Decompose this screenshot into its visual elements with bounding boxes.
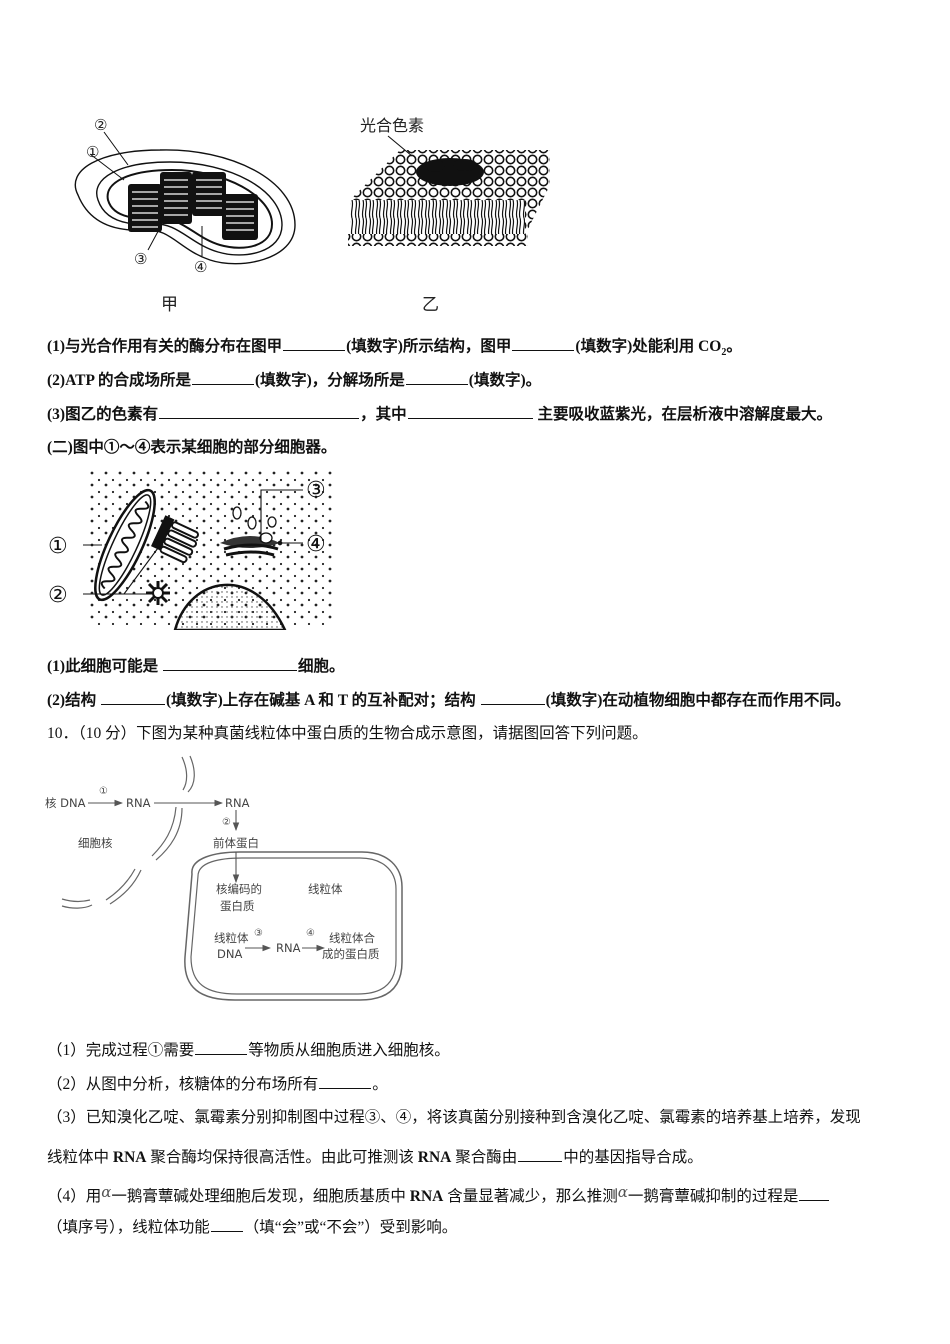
rna-label-2: RNA: [225, 796, 250, 810]
precursor-protein-label: 前体蛋白: [213, 836, 259, 850]
membrane-diagram: 光合色素: [348, 116, 550, 246]
q-text: (填数字)。: [468, 372, 542, 389]
q-text: （4）用: [47, 1188, 102, 1205]
chloroplast-labels: ① ② ③ ④: [86, 116, 207, 276]
answer-blank[interactable]: [210, 1217, 243, 1232]
q-text: 一鹅膏蕈碱处理细胞后发现，细胞质基质中: [111, 1188, 410, 1205]
q-text: (填数字)在动植物细胞中都存在而作用不同。: [545, 692, 851, 709]
question-part1-2: (2)ATP 的合成场所是 (填数字)，分解场所是 (填数字)。: [47, 370, 541, 391]
nuclear-encoded-label-1: 核编码的: [216, 882, 262, 896]
q-text: 聚合酶由: [451, 1149, 518, 1166]
answer-blank[interactable]: [319, 1074, 372, 1089]
step-2-label: ②: [222, 817, 231, 828]
rna-label-1: RNA: [126, 796, 151, 810]
q-text: 中的基因指导合成。: [563, 1149, 703, 1166]
q-text: (2)ATP 的合成场所是: [47, 372, 191, 389]
membrane-figure: 光合色素: [340, 110, 560, 260]
answer-blank[interactable]: [159, 404, 360, 419]
q-text: 细胞。: [297, 658, 345, 675]
answer-blank[interactable]: [480, 690, 545, 705]
mitochondrion-label: 线粒体: [308, 882, 343, 896]
answer-blank[interactable]: [100, 690, 165, 705]
answer-blank[interactable]: [405, 370, 468, 385]
question-10-header: 10．（10 分）下图为某种真菌线粒体中蛋白质的生物合成示意图，请据图回答下列问…: [47, 725, 648, 742]
organelle-label-3: ③: [306, 478, 326, 503]
question-10-2: （2）从图中分析，核糖体的分布场所有 。: [47, 1074, 388, 1095]
alpha-symbol: α: [101, 1183, 112, 1201]
q-text: ，其中: [360, 406, 407, 423]
q-text: 主要吸收蓝紫光，在层析液中溶解度最大。: [533, 406, 832, 423]
q-text: (1)与光合作用有关的酶分布在图甲: [47, 338, 283, 355]
answer-blank[interactable]: [518, 1147, 563, 1162]
organelle-label-2: ②: [48, 583, 68, 608]
question-10-1: （1）完成过程①需要 等物质从细胞质进入细胞核。: [47, 1040, 450, 1061]
figure-caption-yi: 乙: [422, 295, 439, 315]
step-3-label: ③: [254, 928, 263, 939]
answer-blank[interactable]: [799, 1186, 830, 1201]
step-4-label: ④: [306, 928, 315, 939]
question-10-3-line1: （3）已知溴化乙啶、氯霉素分别抑制图中过程③、④，将该真菌分别接种到含溴化乙啶、…: [47, 1109, 861, 1126]
q-text: 聚合酶均保持很高活性。由此可推测该: [146, 1149, 418, 1166]
q-text: （2）从图中分析，核糖体的分布场所有: [47, 1076, 319, 1093]
subscript: 2: [721, 347, 727, 359]
alpha-symbol: α: [617, 1183, 628, 1201]
q-text: RNA: [417, 1149, 452, 1166]
q-text: (填数字)所示结构，图甲: [346, 338, 512, 355]
organelle-label-1: ①: [48, 534, 68, 559]
q-text: 含量显著减少，那么推测: [443, 1188, 618, 1205]
mt-protein-label-2: 成的蛋白质: [322, 947, 380, 961]
figure-caption-jia: 甲: [161, 295, 178, 315]
q-text: 线粒体中: [47, 1149, 113, 1166]
q-text: (填数字)上存在碱基 A 和 T 的互补配对；结构: [165, 692, 480, 709]
answer-blank[interactable]: [191, 370, 254, 385]
q-text: (填数字)，分解场所是: [254, 372, 405, 389]
q-text: （填“会”或“不会”）受到影响。: [243, 1219, 458, 1236]
q-text: (3)图乙的色素有: [47, 406, 159, 423]
q-text: 一鹅膏蕈碱抑制的过程是: [627, 1188, 799, 1205]
answer-blank[interactable]: [283, 336, 346, 351]
label-2: ②: [94, 116, 107, 134]
q-text: (填数字)处能利用 CO: [575, 338, 722, 355]
mt-protein-label-1: 线粒体合: [329, 931, 375, 945]
label-3: ③: [134, 250, 147, 268]
question-10-4-line1: （4）用α一鹅膏蕈碱处理细胞后发现，细胞质基质中 RNA 含量显著减少，那么推测…: [47, 1182, 830, 1207]
chloroplast-diagram: ① ② ③ ④: [74, 116, 296, 276]
organelle-label-4: ④: [306, 532, 326, 557]
q-text: (1)此细胞可能是: [47, 658, 162, 675]
q-text: （1）完成过程①需要: [47, 1042, 195, 1059]
question-part1-1: (1)与光合作用有关的酶分布在图甲 (填数字)所示结构，图甲 (填数字)处能利用 C…: [47, 336, 742, 363]
nuclear-dna-label: 核 DNA: [45, 796, 86, 810]
q-text: 等物质从细胞质进入细胞核。: [248, 1042, 450, 1059]
question-part2-2: (2)结构 (填数字)上存在碱基 A 和 T 的互补配对；结构 (填数字)在动植…: [47, 690, 850, 711]
organelles-diagram: ① ② ③ ④: [48, 470, 335, 632]
q-text: 。: [372, 1076, 388, 1093]
label-1: ①: [86, 143, 99, 161]
pigment-label: 光合色素: [360, 116, 424, 135]
step-1-label: ①: [99, 786, 108, 797]
nuclear-encoded-label-2: 蛋白质: [220, 899, 255, 913]
part2-intro: (二)图中①～④表示某细胞的部分细胞器。: [47, 439, 337, 456]
synthesis-diagram: 核 DNA ① RNA RNA ② 前体蛋白 细胞核 核编码的 蛋白质 线粒体 …: [45, 755, 403, 1001]
rna-label-3: RNA: [276, 941, 301, 955]
mitochondria-synthesis-figure: 核 DNA ① RNA RNA ② 前体蛋白 细胞核 核编码的 蛋白质 线粒体 …: [40, 752, 420, 1010]
q-text: （填序号），线粒体功能: [47, 1219, 210, 1236]
question-part1-3: (3)图乙的色素有 ，其中 主要吸收蓝紫光，在层析液中溶解度最大。: [47, 404, 832, 425]
cell-organelles-figure: ① ② ③ ④: [40, 465, 350, 632]
label-4: ④: [194, 258, 207, 276]
mt-dna-label-2: DNA: [217, 947, 242, 961]
mt-dna-label-1: 线粒体: [214, 931, 249, 945]
q-text: 。: [726, 338, 742, 355]
question-10-4-line2: （填序号），线粒体功能 （填“会”或“不会”）受到影响。: [47, 1217, 457, 1238]
answer-blank[interactable]: [162, 656, 297, 671]
answer-blank[interactable]: [195, 1040, 248, 1055]
q-text: RNA: [409, 1188, 444, 1205]
question-part2-1: (1)此细胞可能是 细胞。: [47, 656, 344, 677]
chloroplast-figure: ① ② ③ ④: [60, 110, 310, 285]
answer-blank[interactable]: [512, 336, 575, 351]
q-text: (2)结构: [47, 692, 100, 709]
answer-blank[interactable]: [407, 404, 533, 419]
nucleus-label: 细胞核: [78, 836, 113, 850]
question-10-3-line2: 线粒体中 RNA 聚合酶均保持很高活性。由此可推测该 RNA 聚合酶由 中的基因指…: [47, 1147, 703, 1168]
q-text: RNA: [112, 1149, 147, 1166]
